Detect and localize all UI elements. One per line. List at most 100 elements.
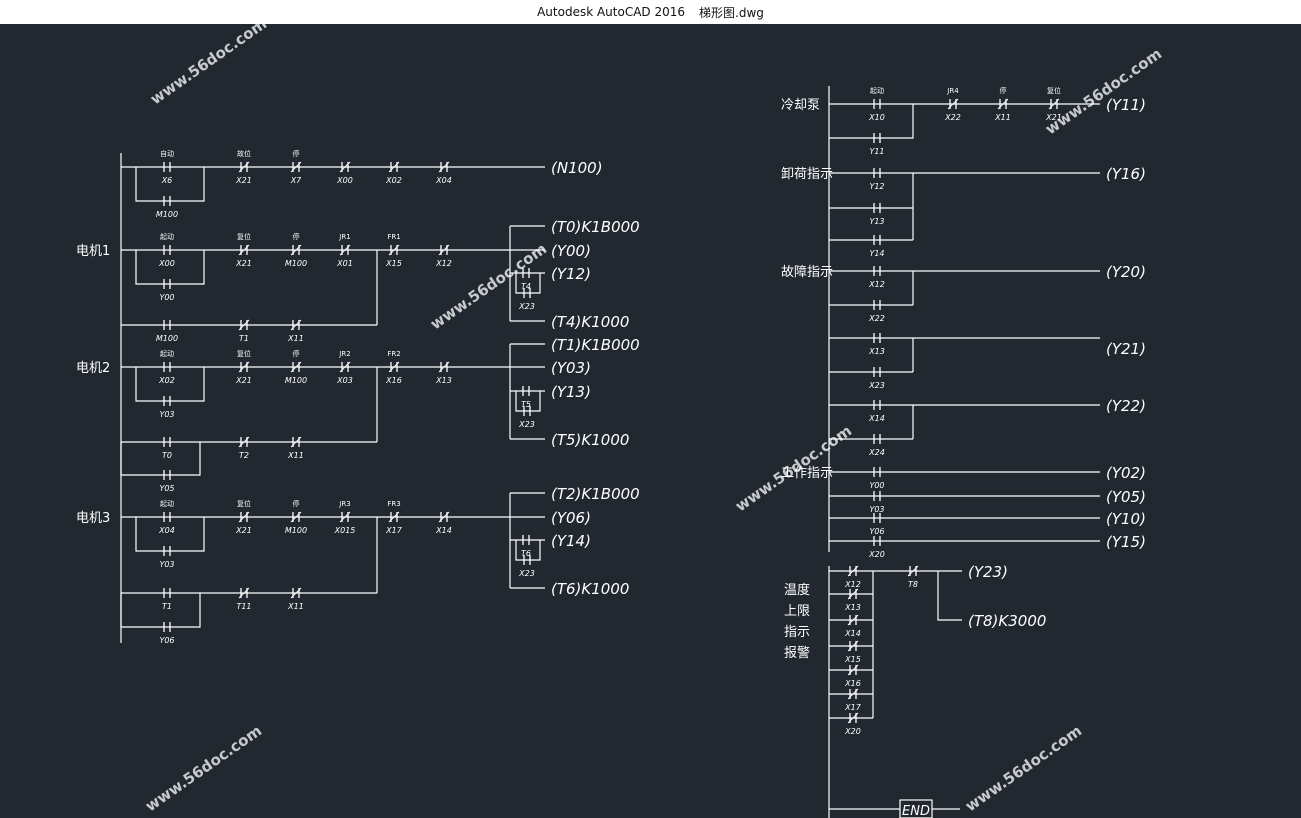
nc-contact[interactable] <box>339 244 351 256</box>
nc-contact[interactable] <box>438 511 450 523</box>
contact-label: X00 <box>158 259 175 268</box>
nc-contact[interactable] <box>388 161 400 173</box>
no-contact[interactable] <box>522 268 530 278</box>
no-contact[interactable] <box>873 400 881 410</box>
no-contact[interactable] <box>163 362 171 372</box>
contact-label: X17 <box>385 526 403 535</box>
nc-contact[interactable] <box>438 244 450 256</box>
no-contact[interactable] <box>522 386 530 396</box>
nc-contact[interactable] <box>438 161 450 173</box>
end-box <box>899 799 933 818</box>
file-name: 梯形图.dwg <box>699 5 764 20</box>
nc-contact[interactable] <box>290 244 302 256</box>
no-contact[interactable] <box>163 470 171 480</box>
no-contact[interactable] <box>873 203 881 213</box>
nc-contact[interactable] <box>847 588 859 600</box>
no-contact[interactable] <box>163 245 171 255</box>
nc-contact[interactable] <box>290 436 302 448</box>
no-contact[interactable] <box>523 406 531 416</box>
contact-label: Y05 <box>159 484 174 493</box>
rung-label: 工作指示 <box>781 466 833 481</box>
nc-contact[interactable] <box>847 565 859 577</box>
nc-contact[interactable] <box>339 161 351 173</box>
no-contact[interactable] <box>163 546 171 556</box>
rung-label: 上限 <box>784 604 810 619</box>
nc-contact[interactable] <box>290 319 302 331</box>
no-contact[interactable] <box>522 535 530 545</box>
no-contact[interactable] <box>163 320 171 330</box>
no-contact[interactable] <box>873 367 881 377</box>
contact-label: X11 <box>287 451 304 460</box>
no-contact[interactable] <box>523 555 531 565</box>
contact-tag: 停 <box>293 149 300 158</box>
nc-contact[interactable] <box>1048 98 1060 110</box>
no-contact[interactable] <box>873 491 881 501</box>
watermark-text: www.56doc.com <box>732 422 855 516</box>
no-contact[interactable] <box>163 196 171 206</box>
nc-contact[interactable] <box>290 511 302 523</box>
contact-tag: 自动 <box>160 149 174 158</box>
contact-label: X17 <box>844 703 862 712</box>
contact-label: X15 <box>385 259 402 268</box>
no-contact[interactable] <box>873 168 881 178</box>
nc-contact[interactable] <box>238 436 250 448</box>
nc-contact[interactable] <box>238 244 250 256</box>
coil-output: (Y00) <box>551 242 591 260</box>
contact-label: T4 <box>521 282 531 291</box>
contact-label: X20 <box>844 727 861 736</box>
no-contact[interactable] <box>873 235 881 245</box>
nc-contact[interactable] <box>388 511 400 523</box>
no-contact[interactable] <box>873 536 881 546</box>
nc-contact[interactable] <box>238 361 250 373</box>
contact-label: X20 <box>868 550 885 559</box>
nc-contact[interactable] <box>339 511 351 523</box>
nc-contact[interactable] <box>847 614 859 626</box>
no-contact[interactable] <box>873 133 881 143</box>
nc-contact[interactable] <box>847 664 859 676</box>
nc-contact[interactable] <box>997 98 1009 110</box>
nc-contact[interactable] <box>388 244 400 256</box>
contact-label: X12 <box>844 580 861 589</box>
nc-contact[interactable] <box>907 565 919 577</box>
nc-contact[interactable] <box>847 712 859 724</box>
coil-output: (Y12) <box>551 265 591 283</box>
nc-contact[interactable] <box>847 640 859 652</box>
contact-label: X12 <box>868 280 885 289</box>
nc-contact[interactable] <box>290 361 302 373</box>
coil-output: (T8)K3000 <box>968 612 1046 630</box>
nc-contact[interactable] <box>388 361 400 373</box>
rung-label: 卸荷指示 <box>781 166 833 182</box>
nc-contact[interactable] <box>290 587 302 599</box>
no-contact[interactable] <box>873 513 881 523</box>
no-contact[interactable] <box>873 467 881 477</box>
no-contact[interactable] <box>163 396 171 406</box>
no-contact[interactable] <box>163 622 171 632</box>
no-contact[interactable] <box>873 300 881 310</box>
no-contact[interactable] <box>873 99 881 109</box>
nc-contact[interactable] <box>238 319 250 331</box>
no-contact[interactable] <box>163 162 171 172</box>
nc-contact[interactable] <box>238 511 250 523</box>
coil-output: (Y14) <box>551 532 591 550</box>
nc-contact[interactable] <box>290 161 302 173</box>
nc-contact[interactable] <box>847 688 859 700</box>
no-contact[interactable] <box>163 279 171 289</box>
nc-contact[interactable] <box>947 98 959 110</box>
no-contact[interactable] <box>523 288 531 298</box>
contact-label: Y00 <box>869 481 884 490</box>
contact-label: X00 <box>336 176 353 185</box>
rung-label: 电机2 <box>76 361 110 376</box>
no-contact[interactable] <box>873 434 881 444</box>
coil-output: (T4)K1000 <box>551 313 629 331</box>
no-contact[interactable] <box>873 333 881 343</box>
no-contact[interactable] <box>163 512 171 522</box>
nc-contact[interactable] <box>238 587 250 599</box>
contact-label: X13 <box>868 347 885 356</box>
nc-contact[interactable] <box>238 161 250 173</box>
no-contact[interactable] <box>163 588 171 598</box>
no-contact[interactable] <box>163 437 171 447</box>
no-contact[interactable] <box>873 266 881 276</box>
nc-contact[interactable] <box>438 361 450 373</box>
nc-contact[interactable] <box>339 361 351 373</box>
